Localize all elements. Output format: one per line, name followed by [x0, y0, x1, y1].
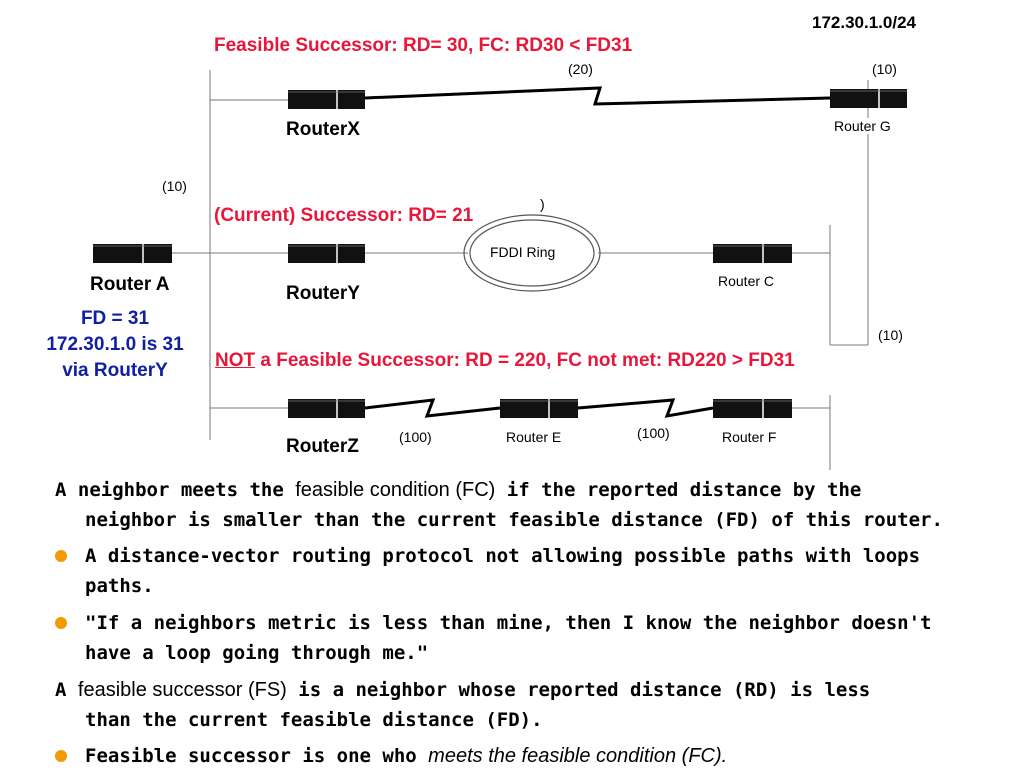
fd-line-2: 172.30.1.0 is 31 — [46, 334, 184, 355]
serial-link-e-f — [577, 398, 714, 418]
not-feasible-successor-label: NOT a Feasible Successor: RD = 220, FC n… — [215, 350, 795, 372]
cost-a-lan: (10) — [162, 178, 187, 194]
serial-link-z-e — [364, 398, 501, 418]
router-c-label: Router C — [718, 273, 775, 289]
diagram-canvas — [93, 70, 907, 470]
router-icon-g — [830, 89, 907, 108]
fd-line-1: FD = 31 — [80, 308, 150, 329]
p1-text-d: neighbor is smaller than the current fea… — [85, 509, 943, 531]
bullet-3-icon — [55, 750, 67, 762]
router-icon-a — [93, 244, 172, 263]
bullet-1-icon — [55, 550, 67, 562]
serial-link-x-g — [364, 86, 831, 106]
b3-text-a: Feasible successor is one who — [85, 745, 429, 767]
p1-text-a: A neighbor meets the — [55, 479, 296, 501]
cost-x-to-g: (20) — [568, 61, 593, 77]
router-a-label: Router A — [90, 274, 170, 295]
fddi-ring-inner — [469, 219, 595, 287]
cost-e-to-f: (100) — [637, 425, 670, 441]
p1-text-c: if the reported distance by the — [495, 479, 862, 501]
router-icon-c — [713, 244, 792, 263]
b2-text-b: have a loop going through me." — [85, 642, 429, 664]
bullet-neighbor-metric: "If a neighbors metric is less than mine… — [55, 608, 985, 668]
p1-term: feasible condition (FC) — [295, 479, 496, 501]
fddi-ring-outer — [463, 214, 601, 292]
b1-text-b: paths. — [85, 575, 154, 597]
fddi-cost-partial: ) — [540, 196, 545, 212]
paragraph-feasible-successor: A feasible successor (FS) is a neighbor … — [55, 675, 985, 735]
router-icon-e — [500, 399, 578, 418]
router-z-label: RouterZ — [286, 436, 359, 457]
p2-term: feasible successor (FS) — [77, 679, 287, 701]
network-label: 172.30.1.0/24 — [812, 13, 916, 32]
paragraph-feasible-condition: A neighbor meets the feasible condition … — [55, 475, 985, 535]
cost-g-lan: (10) — [872, 61, 897, 77]
fddi-label-bg — [478, 238, 582, 266]
fd-line-3: via RouterY — [62, 360, 168, 381]
b1-text-a: A distance-vector routing protocol not a… — [85, 545, 921, 567]
current-successor-label: (Current) Successor: RD= 21 — [214, 205, 474, 226]
p2-text-d: than the current feasible distance (FD). — [85, 709, 543, 731]
fddi-ring-label: FDDI Ring — [490, 244, 556, 260]
not-word: NOT — [215, 350, 256, 371]
b2-text-a: "If a neighbors metric is less than mine… — [85, 612, 932, 634]
router-f-label: Router F — [722, 429, 777, 445]
router-y-label: RouterY — [286, 283, 360, 304]
feasible-successor-label: Feasible Successor: RD= 30, FC: RD30 < F… — [214, 35, 633, 56]
router-g-label: Router G — [834, 118, 891, 134]
router-icon-y — [288, 244, 365, 263]
cost-c-lan: (10) — [878, 327, 903, 343]
router-e-label: Router E — [506, 429, 562, 445]
p2-text-a: A — [55, 679, 78, 701]
cost-z-to-e: (100) — [399, 429, 432, 445]
bullet-fs-definition: Feasible successor is one who meets the … — [55, 741, 985, 771]
network-diagram: 172.30.1.0/24 Feasible Successor: RD= 30… — [46, 13, 916, 470]
bullet-loop-free: A distance-vector routing protocol not a… — [55, 541, 985, 601]
router-icon-z — [288, 399, 365, 418]
router-icon-f — [713, 399, 792, 418]
bullet-2-icon — [55, 617, 67, 629]
router-icon-x — [288, 90, 365, 109]
router-x-label: RouterX — [286, 119, 360, 140]
p2-text-c: is a neighbor whose reported distance (R… — [286, 679, 871, 701]
not-fs-rest: a Feasible Successor: RD = 220, FC not m… — [255, 350, 795, 371]
b3-term: meets the feasible condition (FC). — [428, 745, 728, 767]
